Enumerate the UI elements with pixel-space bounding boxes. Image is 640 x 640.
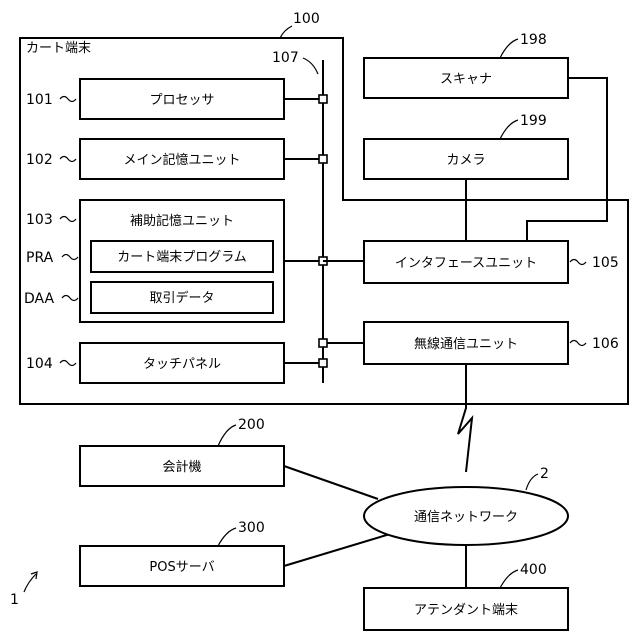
accounting-machine-leader (218, 425, 236, 446)
attendant-terminal-leader (500, 570, 518, 588)
processor-label: プロセッサ (149, 93, 214, 108)
wireless-unit-ref: 106 (592, 336, 619, 352)
interface-unit-label: インタフェースユニット (395, 256, 537, 271)
attendant-terminal-ref: 400 (520, 562, 547, 578)
wireless-link-icon (458, 364, 472, 472)
interface-unit-leader (570, 260, 586, 265)
bus-ref: 107 (272, 50, 299, 66)
aux-storage-label: 補助記憶ユニット (130, 213, 234, 229)
touch-panel-bus-node (319, 359, 327, 367)
pos-server-label: POSサーバ (149, 560, 214, 575)
program-leader (62, 255, 78, 260)
aux-storage-leader (60, 217, 76, 222)
pos-server-ref: 300 (238, 520, 265, 536)
scanner-label: スキャナ (440, 72, 492, 87)
cart-terminal-ref: 100 (293, 11, 320, 27)
camera-leader (500, 120, 518, 139)
touch-panel-leader (60, 361, 76, 366)
main-memory-ref: 102 (26, 152, 53, 168)
wireless-unit-label: 無線通信ユニット (414, 336, 518, 352)
processor-leader (60, 97, 76, 102)
camera-label: カメラ (446, 153, 485, 168)
program-ref: PRA (26, 250, 54, 266)
transaction-data-leader (62, 296, 78, 301)
accounting-machine-ref: 200 (238, 417, 265, 433)
interface-unit-ref: 105 (592, 255, 619, 271)
network-leader (526, 474, 538, 490)
scanner-leader (500, 39, 518, 58)
aux-storage-ref: 103 (26, 212, 53, 228)
network-pos-link (284, 534, 390, 566)
main-memory-leader (60, 157, 76, 162)
system-ref-arrow (24, 574, 36, 592)
program-label: カート端末プログラム (117, 250, 247, 265)
transaction-data-ref: DAA (24, 291, 55, 307)
main-memory-bus-node (319, 155, 327, 163)
wireless-bus-node (319, 339, 327, 347)
main-memory-label: メイン記憶ユニット (123, 152, 240, 168)
cart-terminal-leader (280, 26, 292, 38)
accounting-machine-label: 会計機 (162, 459, 201, 475)
pos-server-leader (218, 528, 236, 546)
cart-terminal-label: カート端末 (26, 41, 91, 56)
touch-panel-label: タッチパネル (143, 357, 221, 372)
processor-bus-node (319, 95, 327, 103)
network-label: 通信ネットワーク (414, 510, 518, 525)
camera-ref: 199 (520, 113, 547, 129)
transaction-data-label: 取引データ (149, 290, 214, 306)
scanner-ref: 198 (520, 32, 547, 48)
bus-leader (303, 58, 318, 74)
wireless-unit-leader (570, 341, 586, 346)
processor-ref: 101 (26, 92, 53, 108)
network-ref: 2 (540, 466, 549, 482)
touch-panel-ref: 104 (26, 356, 53, 372)
network-accounting-link (284, 466, 378, 499)
attendant-terminal-label: アテンダント端末 (414, 603, 518, 618)
system-ref: 1 (10, 592, 19, 608)
